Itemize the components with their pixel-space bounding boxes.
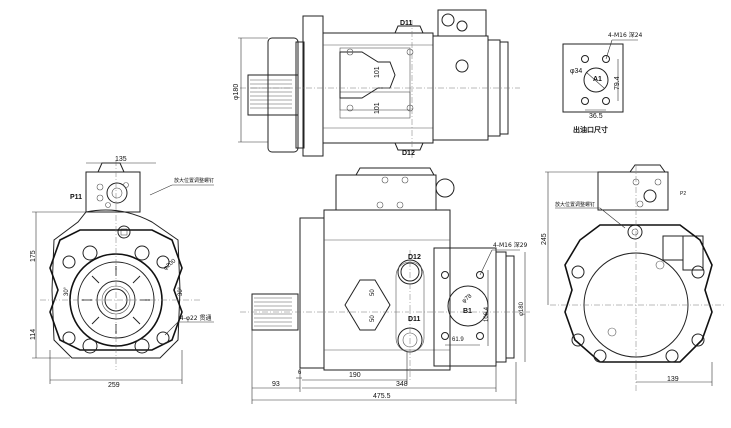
label-front-259: 259 bbox=[108, 382, 120, 389]
label-port-bolts: 4-M16 深24 bbox=[608, 32, 643, 39]
rear-housing bbox=[564, 224, 713, 363]
front-control-block bbox=[85, 171, 141, 213]
label-side-bolts: 4-M16 深29 bbox=[493, 242, 528, 249]
front-view bbox=[32, 160, 214, 384]
label-front-angle-right: 30° bbox=[178, 286, 184, 296]
label-port-bore-dia: φ34 bbox=[570, 68, 583, 75]
label-side-50a: 50 bbox=[370, 289, 376, 296]
label-front-p11: P11 bbox=[70, 194, 83, 201]
port-bore bbox=[583, 67, 609, 93]
label-side-93: 93 bbox=[272, 381, 280, 388]
label-front-114: 114 bbox=[30, 328, 37, 340]
label-side-106-4: 106.4 bbox=[484, 306, 490, 322]
label-front-holes: 4-φ22 贯通 bbox=[180, 315, 212, 322]
label-top-101a: 101 bbox=[374, 66, 381, 78]
label-top-101b: 101 bbox=[374, 102, 381, 114]
label-top-phi180: φ180 bbox=[233, 83, 240, 100]
side-diamond-port bbox=[344, 279, 391, 331]
port-plate bbox=[562, 43, 624, 113]
label-rear-note: 放大位置调整螺钉 bbox=[555, 202, 596, 208]
label-rear-p2: P2 bbox=[680, 191, 687, 197]
rear-view bbox=[545, 164, 725, 392]
side-body bbox=[323, 209, 451, 371]
label-side-6: 6 bbox=[298, 370, 302, 376]
label-side-d11: D11 bbox=[408, 316, 421, 323]
rear-control-block bbox=[597, 171, 669, 211]
top-view bbox=[238, 9, 520, 158]
top-flange bbox=[302, 15, 324, 157]
label-top-d11: D11 bbox=[400, 20, 413, 27]
label-side-d12: D12 bbox=[408, 254, 421, 261]
label-side-b1: B1 bbox=[463, 308, 472, 315]
label-side-348: 348 bbox=[396, 381, 408, 388]
label-side-61-9: 61.9 bbox=[452, 337, 464, 343]
label-side-190: 190 bbox=[349, 372, 361, 379]
label-top-d12: D12 bbox=[402, 150, 415, 157]
label-side-50b: 50 bbox=[370, 315, 376, 322]
label-port-caption: 出油口尺寸 bbox=[573, 126, 608, 134]
label-front-135: 135 bbox=[115, 156, 127, 163]
label-front-angle-left: 30° bbox=[64, 286, 70, 296]
label-front-175: 175 bbox=[30, 250, 37, 262]
side-inlet-port bbox=[447, 285, 489, 327]
label-side-phi180: φ180 bbox=[519, 302, 525, 316]
label-rear-245: 245 bbox=[541, 233, 548, 245]
front-flange bbox=[49, 229, 183, 351]
label-side-total: 475.5 bbox=[373, 393, 391, 400]
label-port-width: 36.5 bbox=[589, 113, 603, 120]
side-flange bbox=[299, 217, 325, 369]
label-front-note: 放大位置调整螺钉 bbox=[174, 178, 215, 184]
label-port-a1: A1 bbox=[593, 76, 602, 83]
port-detail bbox=[562, 39, 638, 113]
label-rear-139: 139 bbox=[667, 376, 679, 383]
top-shaft bbox=[247, 74, 299, 116]
label-port-height: 79.4 bbox=[614, 76, 621, 90]
side-view bbox=[240, 167, 530, 404]
